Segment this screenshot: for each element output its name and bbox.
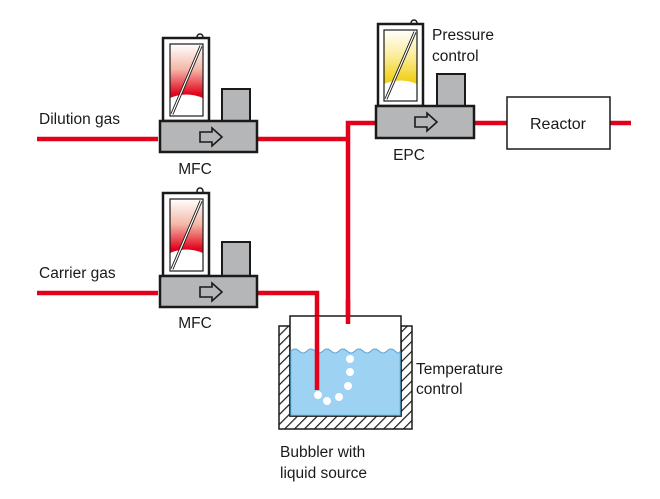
bubbler-label: Bubbler with — [280, 444, 365, 461]
electronics-box — [221, 88, 251, 122]
temperature-control-label: Temperature — [416, 361, 503, 378]
mfc-body — [158, 274, 259, 309]
arrow-right-icon — [199, 126, 224, 148]
mfc-carrier: MFC — [158, 187, 259, 332]
gas-pipes — [37, 120, 631, 390]
pressure-control-label: Pressure — [432, 27, 494, 44]
bubbler: Bubbler with liquid source Temperature c… — [278, 300, 503, 482]
dilution-gas-label: Dilution gas — [39, 111, 120, 128]
reactor-box — [506, 96, 611, 150]
mfc-label: MFC — [178, 161, 212, 178]
gas-bubbles — [314, 355, 354, 405]
temperature-control-label: control — [416, 381, 463, 398]
arrow-right-icon — [414, 111, 439, 133]
mfc-body — [158, 119, 259, 154]
bubbler-label: liquid source — [280, 465, 367, 482]
electronics-box — [221, 241, 251, 277]
mfc-label: MFC — [178, 315, 212, 332]
electronics-box — [436, 73, 466, 107]
epc-label: EPC — [393, 147, 425, 164]
liquid-source — [290, 348, 401, 416]
mfc-dilution: MFC — [158, 33, 259, 178]
epc-pressure-controller: EPC Pressure control — [374, 19, 494, 164]
epc-body — [374, 104, 476, 140]
carrier-gas-label: Carrier gas — [39, 265, 116, 282]
pressure-control-label: control — [432, 48, 479, 65]
reactor: Reactor — [506, 96, 611, 150]
arrow-right-icon — [199, 281, 224, 303]
pipe-junction-to-epc — [345, 120, 376, 323]
reactor-label: Reactor — [530, 116, 587, 133]
